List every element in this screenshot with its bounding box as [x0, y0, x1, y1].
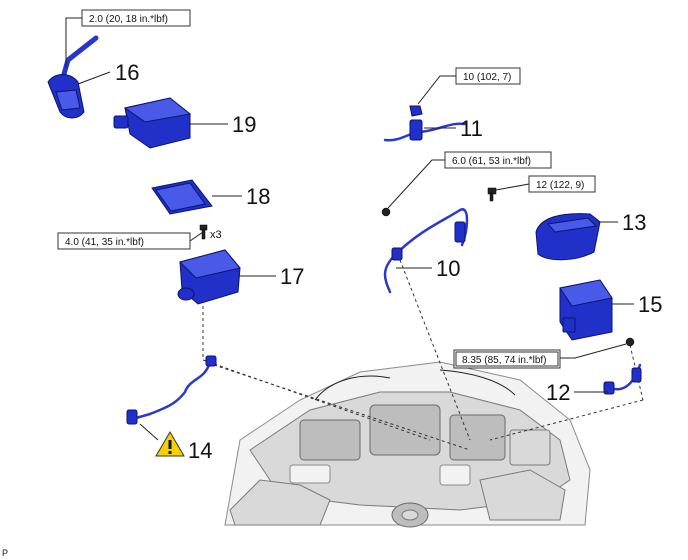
caution-icon — [155, 431, 185, 457]
part-17-air-cleaner-case — [177, 249, 241, 305]
quantity-label: x3 — [210, 229, 222, 241]
install-line-12 — [489, 399, 644, 441]
callout-12: 12 — [546, 380, 570, 405]
callout-18: 18 — [246, 184, 270, 209]
install-line-14 — [213, 364, 471, 451]
torque-16: 2.0 (20, 18 in.*lbf) — [89, 14, 168, 25]
part-18-air-filter — [151, 179, 213, 215]
part-19-air-cleaner-cap — [113, 97, 192, 149]
part-12-wire-harness — [603, 363, 642, 395]
part-16-air-hose — [47, 35, 99, 119]
torque-box-12 — [453, 349, 561, 369]
part-13-cover — [535, 213, 601, 261]
nut-icon-2 — [625, 337, 635, 347]
callout-10: 10 — [436, 256, 460, 281]
torque-17: 4.0 (41, 35 in.*lbf) — [65, 237, 144, 248]
engine-bay-illustration — [224, 361, 591, 528]
callout-17: 17 — [280, 264, 304, 289]
torque-12: 8.35 (85, 74 in.*lbf) — [462, 355, 547, 366]
bolt-icon-2 — [487, 187, 497, 202]
part-11-bracket-harness — [383, 105, 467, 142]
torque-10: 6.0 (61, 53 in.*lbf) — [452, 156, 531, 167]
install-line-10 — [399, 259, 471, 441]
torque-11: 10 (102, 7) — [463, 72, 511, 83]
torque-10b: 12 (122, 9) — [536, 180, 584, 191]
part-10-wire-harness — [383, 208, 469, 294]
corner-label: P — [2, 548, 8, 558]
bolt-icon — [199, 224, 208, 240]
callout-14: 14 — [188, 438, 212, 463]
callout-15: 15 — [638, 292, 662, 317]
callout-13: 13 — [622, 210, 646, 235]
nut-icon — [381, 207, 391, 217]
part-14-wire-harness — [126, 355, 217, 425]
part-15-ecu — [559, 279, 613, 341]
callout-16: 16 — [115, 60, 139, 85]
install-line-17 — [202, 300, 431, 441]
callout-19: 19 — [232, 112, 256, 137]
callout-11: 11 — [460, 116, 483, 141]
